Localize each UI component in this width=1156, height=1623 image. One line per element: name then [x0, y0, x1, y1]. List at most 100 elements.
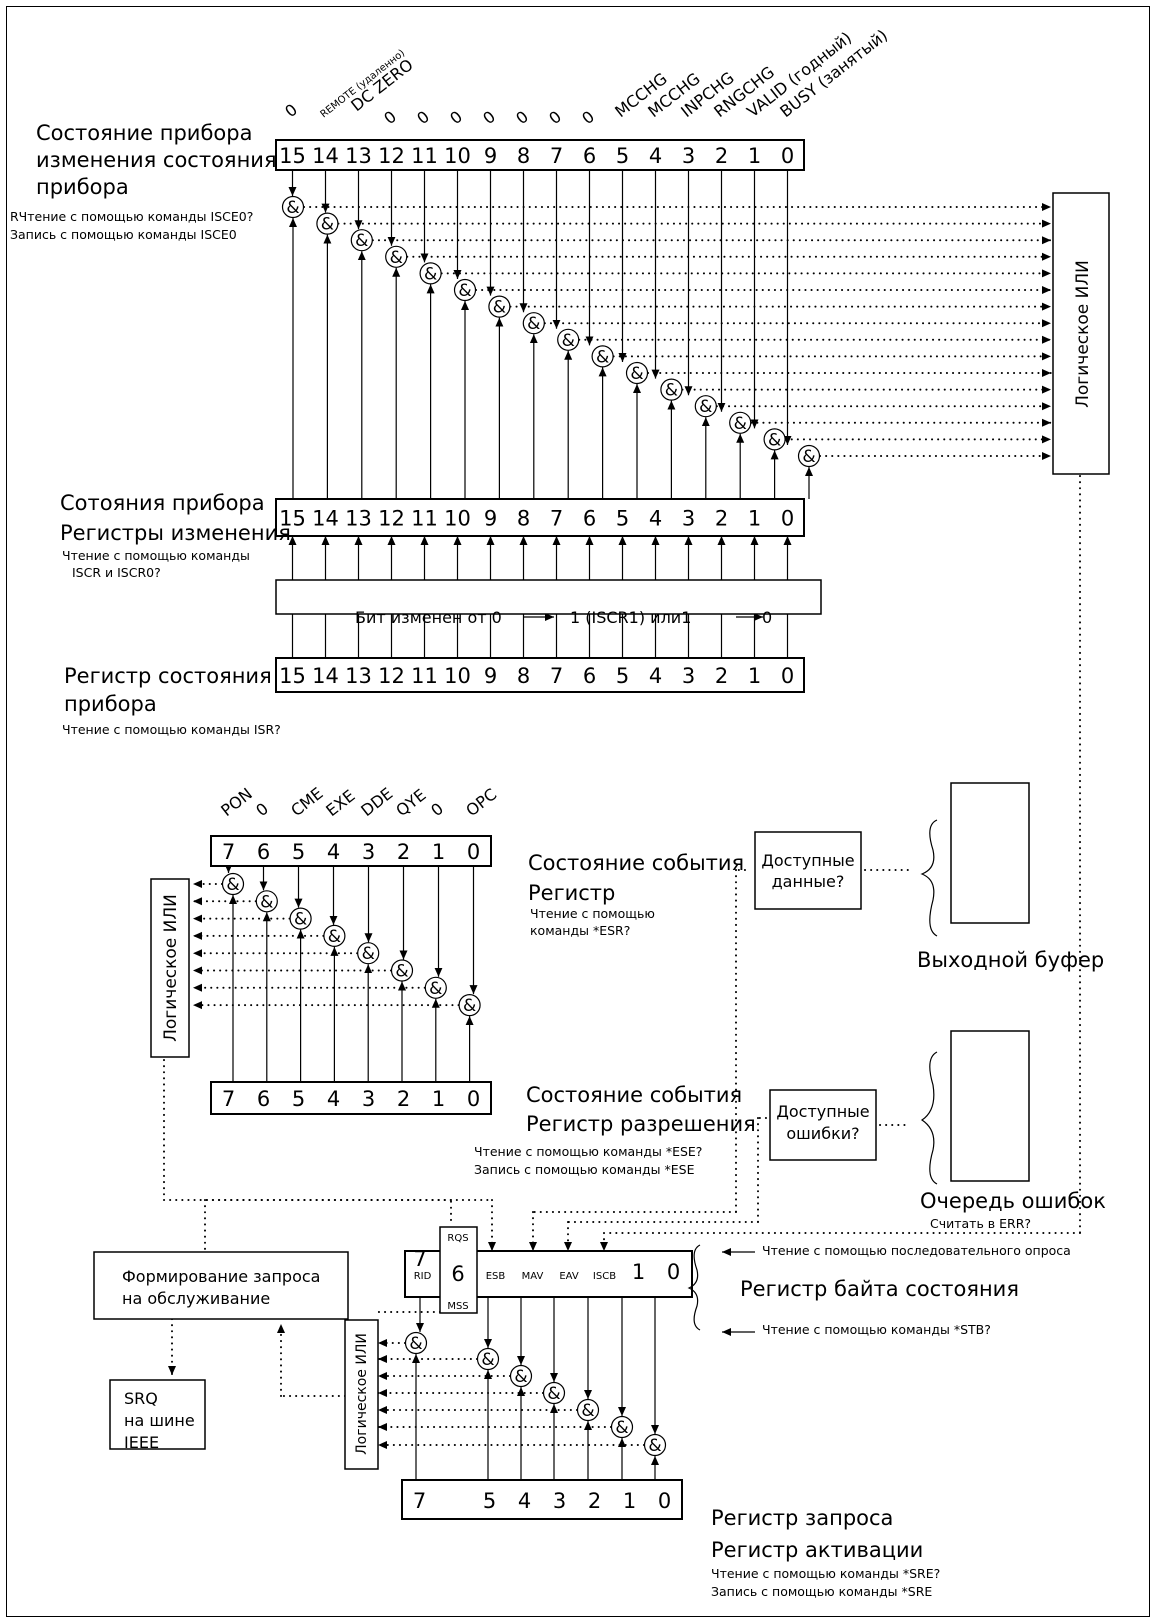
isce-bit12-gate — [385, 245, 408, 268]
stb-brace — [687, 1244, 701, 1331]
isr-title-line-2: прибора — [64, 692, 157, 716]
sre-gate-3-gate — [542, 1381, 566, 1405]
available-data-line-2: данные? — [772, 872, 845, 891]
iscr-title-line-2: Регистры изменения — [60, 521, 291, 545]
sre-bit-0: 0 — [658, 1489, 671, 1513]
isr-register-bit-7: 7 — [550, 664, 563, 688]
sre-gate-0-gate-symbol: & — [409, 1334, 422, 1354]
stb-cell-1: 1 — [632, 1260, 645, 1284]
sre-gate-2-gate — [509, 1364, 533, 1388]
iscr-register-bit-1: 1 — [748, 507, 761, 531]
isce-bit6-gate — [591, 345, 614, 368]
isce-bit11-gate-symbol: & — [424, 264, 437, 284]
output-buffer-brace — [920, 819, 938, 937]
transition-bar — [275, 579, 822, 615]
iscr-register-bit-13: 13 — [345, 507, 372, 531]
ese-title-line-1: Состояние события — [526, 1083, 742, 1107]
isce-bit13-gate — [350, 229, 373, 252]
isr-register-bit-12: 12 — [378, 664, 405, 688]
transition-text-1: Бит изменен от 0 — [355, 608, 502, 627]
iscr-register-bit-5: 5 — [616, 507, 629, 531]
isce-bit3-gate — [694, 395, 717, 418]
isce-bit7-gate — [557, 328, 580, 351]
iscr-read-note-1: Чтение с помощью команды — [62, 548, 250, 563]
stb-cell-EAV: EAV — [559, 1271, 579, 1282]
isce-bit6-gate-symbol: & — [596, 347, 609, 367]
isce-title-line-3: прибора — [36, 175, 129, 199]
esr-logical-or-box — [150, 878, 190, 1058]
esr-register-bit-1: 1 — [432, 840, 445, 864]
isce-register-bit-12: 12 — [378, 144, 405, 168]
esr-bit0-gate-symbol: & — [463, 996, 476, 1016]
isr-register-bit-10: 10 — [444, 664, 471, 688]
isce-register-bit-6: 6 — [583, 144, 596, 168]
isce-bit12-gate-symbol: & — [390, 248, 403, 268]
error-queue-label: Очередь ошибок — [920, 1189, 1106, 1213]
iscr-register-bit-10: 10 — [444, 507, 471, 531]
iscr-register-bit-7: 7 — [550, 507, 563, 531]
sre-gate-0-gate — [404, 1331, 428, 1355]
isr-read-note: Чтение с помощью команды ISR? — [62, 722, 281, 737]
esr-bit6-gate — [255, 890, 278, 913]
ese-register-bit-4: 4 — [327, 1087, 340, 1111]
esr-bit0-gate — [458, 993, 481, 1017]
iscr-register-bit-8: 8 — [517, 507, 530, 531]
error-queue-stack — [950, 1030, 1030, 1182]
isr-register-bit-11: 11 — [411, 664, 438, 688]
isce-register-bit-13: 13 — [345, 144, 372, 168]
sre-gate-4-gate-symbol: & — [581, 1401, 594, 1421]
output-buffer-label: Выходной буфер — [917, 948, 1104, 972]
available-errors-line-2: ошибки? — [786, 1124, 859, 1143]
esr-bit5-gate-symbol: & — [294, 910, 307, 930]
isce-bit1-gate — [763, 428, 786, 451]
sre-gate-5-gate — [610, 1415, 634, 1439]
isce-register-bit-15: 15 — [279, 144, 306, 168]
available-errors-box — [769, 1089, 877, 1161]
diagram-text: Состояние прибора изменения состояния пр… — [10, 121, 1106, 1599]
iscr-read-note-2: ISCR и ISCR0? — [72, 565, 161, 580]
stb-rqs-mss-column — [439, 1226, 478, 1314]
sre-read-note: Чтение с помощью команды *SRE? — [711, 1566, 940, 1581]
isce-bit2-gate-symbol: & — [734, 414, 747, 434]
isce-bit0-gate — [797, 444, 821, 468]
stb-cell-0: 0 — [667, 1260, 680, 1284]
iscr-register-bit-3: 3 — [682, 507, 695, 531]
ese-register-bit-5: 5 — [292, 1087, 305, 1111]
isce-bit3-gate-symbol: & — [699, 397, 712, 417]
iscr-register-bit-9: 9 — [484, 507, 497, 531]
esr-register-bit-4: 4 — [327, 840, 340, 864]
available-data-box — [754, 831, 862, 910]
isr-title-line-1: Регистр состояния — [64, 664, 272, 688]
esr-read-note-2: команды *ESR? — [530, 923, 630, 938]
esr-register-bit-2: 2 — [397, 840, 410, 864]
isce-bit8-gate-symbol: & — [527, 314, 540, 334]
isr-register-frame — [275, 657, 805, 693]
iscr-register-bit-0: 0 — [781, 507, 794, 531]
esr-bit4-gate — [323, 924, 346, 948]
available-data-line-1: Доступные — [761, 851, 854, 870]
isce-bit1-gate-symbol: & — [768, 430, 781, 450]
isce-bit10-gate — [453, 278, 477, 302]
ese-register-bit-1: 1 — [432, 1087, 445, 1111]
sre-bit-2: 2 — [588, 1489, 601, 1513]
esr-register-bit-0: 0 — [467, 840, 480, 864]
sre-gate-2-gate-symbol: & — [514, 1367, 527, 1387]
sre-gate-6-gate — [643, 1433, 667, 1457]
stb-cell-RID: RID — [414, 1271, 432, 1282]
iscr-register-bit-15: 15 — [279, 507, 306, 531]
sre-gate-5-gate-symbol: & — [615, 1418, 628, 1438]
error-queue-brace — [920, 1051, 938, 1185]
stb-cell-ISCB: ISCB — [593, 1271, 616, 1282]
esr-register-frame — [210, 835, 492, 867]
stb-bit7: 7 — [413, 1247, 426, 1271]
isce-register-bit-14: 14 — [312, 144, 339, 168]
iscr-register-frame — [275, 498, 805, 537]
stb-bit6-label: 6 — [451, 1262, 464, 1286]
isce-logical-or-label: Логическое ИЛИ — [1073, 260, 1093, 408]
stb-mss-label: MSS — [447, 1301, 468, 1312]
stb-serial-poll-note: Чтение с помощью последовательного опрос… — [762, 1243, 1071, 1258]
iscr-title-line-1: Сотояния прибора — [60, 491, 265, 515]
ese-read-note: Чтение с помощью команды *ESE? — [474, 1144, 702, 1159]
diagram-frame — [6, 6, 1150, 1617]
